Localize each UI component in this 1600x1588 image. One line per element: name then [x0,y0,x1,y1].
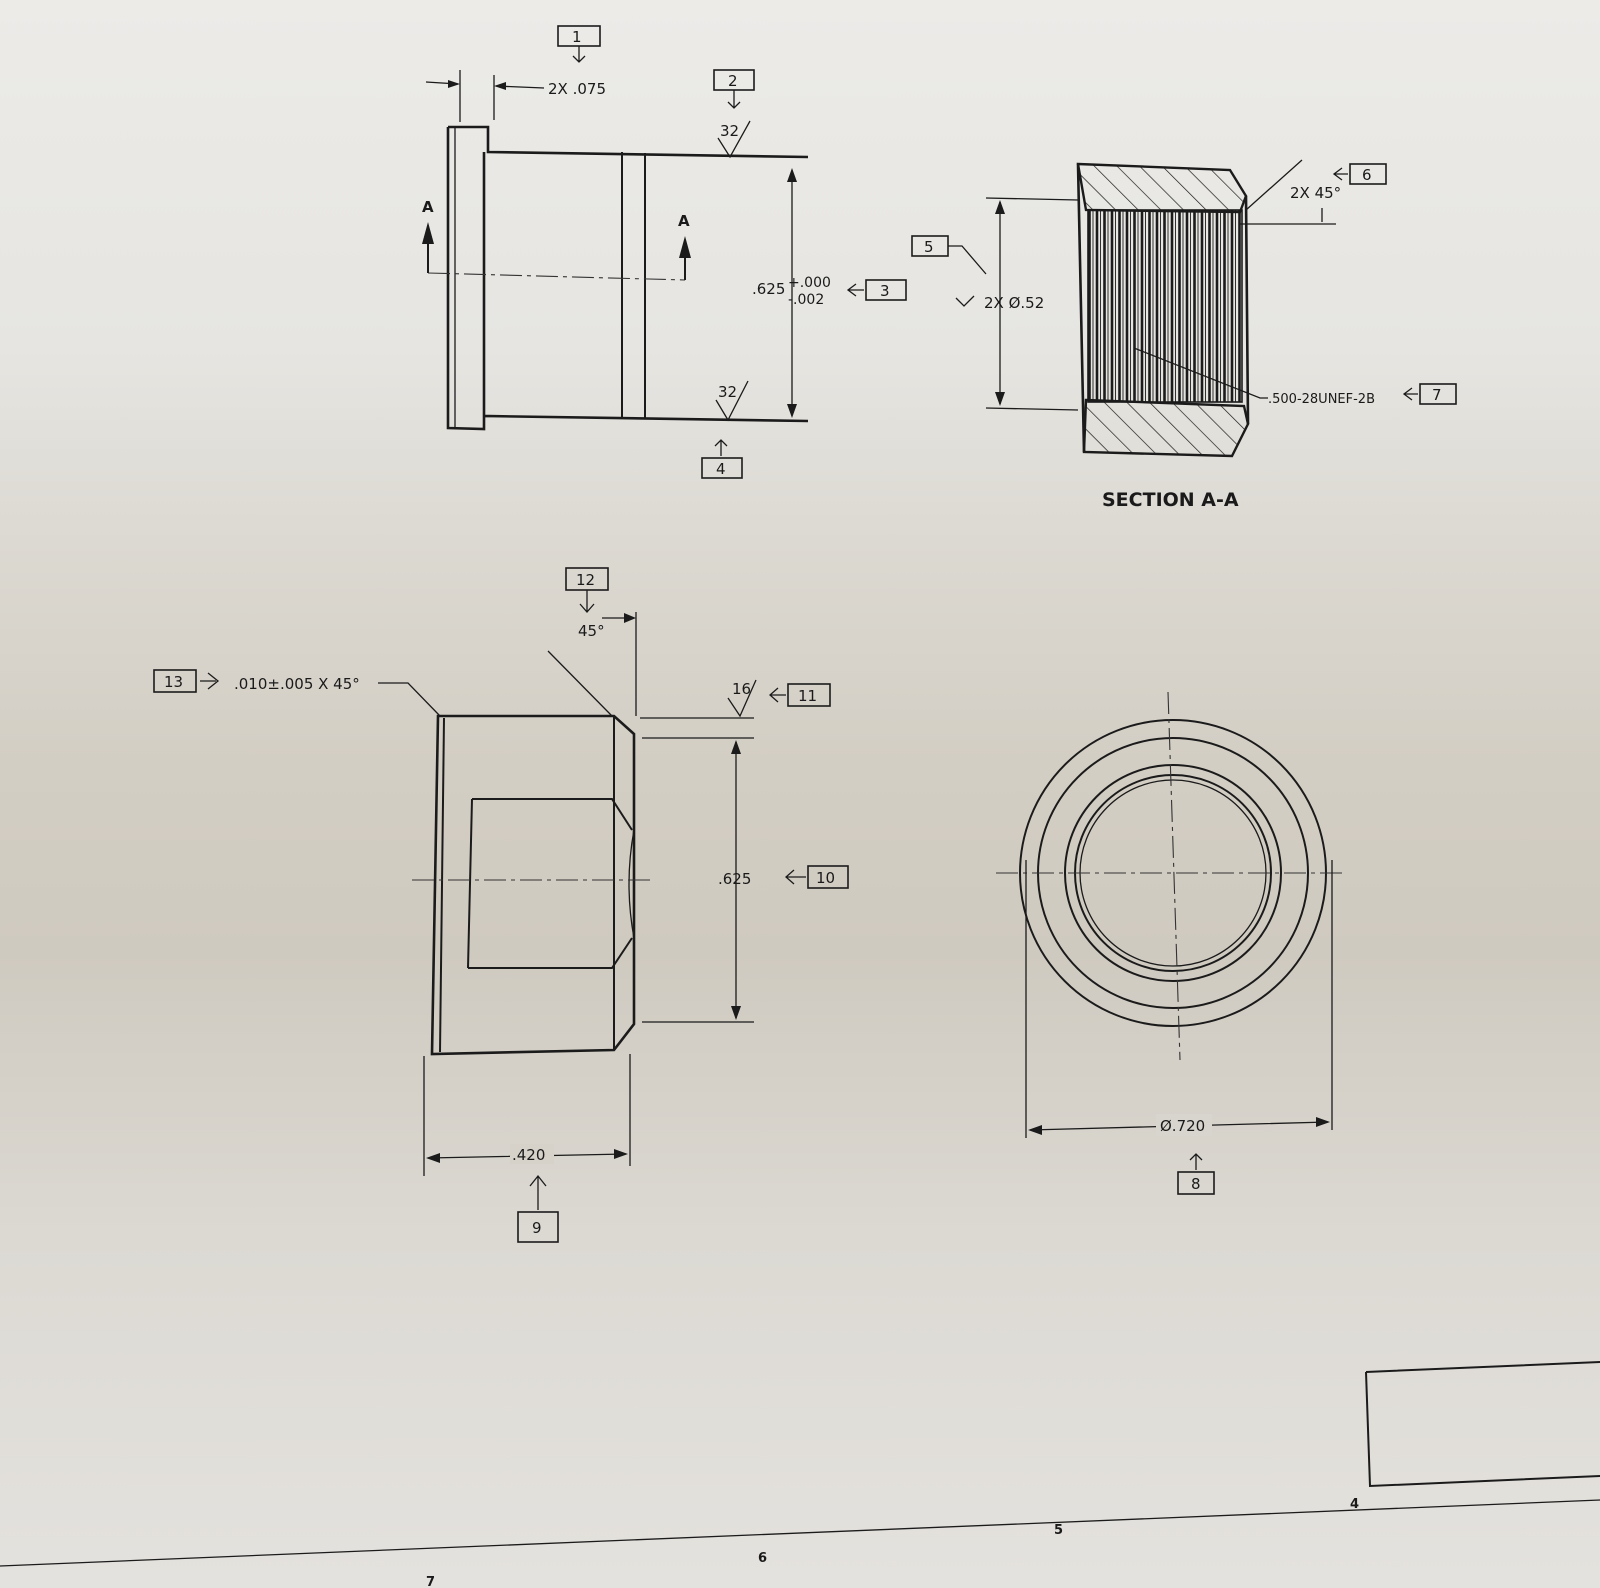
svg-text:12: 12 [576,571,595,589]
svg-text:9: 9 [532,1219,542,1237]
end-diameter-dim: Ø.720 [1160,1117,1205,1135]
balloon-10: 10 [785,865,849,889]
balloon-13: 13 [153,669,220,693]
section-arrow-right [679,236,691,258]
balloon-11: 11 [769,683,831,707]
top-view: A A 2X .075 32 32 .625 +.000 -.002 [422,70,831,431]
svg-text:4: 4 [716,460,726,478]
bore-outline [467,798,633,969]
side-height-dim-lines [642,737,754,1023]
side-finish-symbol [640,679,757,719]
chamfer-leader [1240,159,1336,225]
sheet-border: 7 6 5 4 [0,1361,1600,1588]
zone-5: 5 [1054,1523,1063,1538]
balloon-2: 2 [713,69,755,109]
angle-dim: 45° [578,622,605,640]
svg-text:1: 1 [572,28,582,46]
bore-curve [628,829,635,939]
chamfer-dim: 2X 45° [1290,184,1341,202]
finish-value-top: 32 [720,122,739,140]
side-view-outline [430,714,636,1056]
svg-text:11: 11 [798,687,817,705]
thread-callout: .500-28UNEF-2B [1268,392,1375,407]
internal-thread [1087,209,1243,403]
side-height-dim: .625 [718,870,751,888]
section-letter-right: A [678,212,690,230]
balloon-1: 1 [557,25,601,63]
zone-7: 7 [426,1575,435,1588]
section-view: 2X Ø.52 2X 45° .500-28UNEF-2B SECTION A-… [955,159,1375,511]
side-finish-value: 16 [732,680,751,698]
diameter-dim: .625 [752,280,785,298]
side-view: 45° .010±.005 X 45° 16 .625 .420 [234,612,757,1176]
diameter-tol-minus: -.002 [788,292,824,308]
side-chamfer-line [439,717,445,1053]
section-cutting-plane [427,272,686,281]
svg-text:2: 2 [728,72,738,90]
balloon-4: 4 [701,439,743,479]
balloon-3: 3 [846,279,907,301]
end-diameter-dim-lines [1025,860,1333,1138]
section-hatch-top [1076,162,1248,214]
flange-dim-lines [425,70,545,122]
svg-text:6: 6 [1362,166,1372,184]
zone-4: 4 [1350,1497,1359,1512]
section-hatch-bottom [1082,398,1250,458]
svg-text:10: 10 [816,869,835,887]
balloon-5: 5 [911,235,987,275]
edge-break-leader [378,682,441,717]
finish-symbol-top [717,120,751,159]
counterbore-symbol [955,295,975,307]
thread-leader [1133,347,1268,399]
balloon-12: 12 [565,567,609,613]
svg-text:5: 5 [924,238,934,256]
balloon-7: 7 [1402,383,1457,405]
title-block [1365,1361,1600,1488]
end-view: Ø.720 [996,691,1346,1138]
sheet-border-line [0,1499,1600,1567]
section-letter-left: A [422,198,434,216]
edge-break-dim: .010±.005 X 45° [234,675,360,693]
section-title: SECTION A-A [1102,489,1239,511]
balloons: 1 2 3 4 5 6 7 [153,25,1457,1243]
diameter-tol-plus: +.000 [788,275,831,291]
finish-value-bottom: 32 [718,383,737,401]
flange-thickness-dim: 2X .075 [548,80,606,98]
counterbore-circle [1064,764,1282,982]
balloon-8: 8 [1177,1153,1215,1195]
svg-text:13: 13 [164,673,183,691]
svg-text:7: 7 [1432,386,1442,404]
section-outline [1076,163,1250,453]
end-centerline-v [1167,691,1181,1061]
top-view-outline [446,125,809,431]
svg-text:3: 3 [880,282,890,300]
side-width-dim: .420 [512,1146,545,1164]
zone-6: 6 [758,1551,767,1566]
finish-symbol-bottom [715,380,749,422]
section-arrow-left [422,222,434,244]
svg-text:8: 8 [1191,1175,1201,1193]
section-height-dim [985,197,1079,411]
balloon-9: 9 [517,1174,559,1243]
counterbore-dim: 2X Ø.52 [984,294,1044,312]
balloon-6: 6 [1332,163,1387,185]
